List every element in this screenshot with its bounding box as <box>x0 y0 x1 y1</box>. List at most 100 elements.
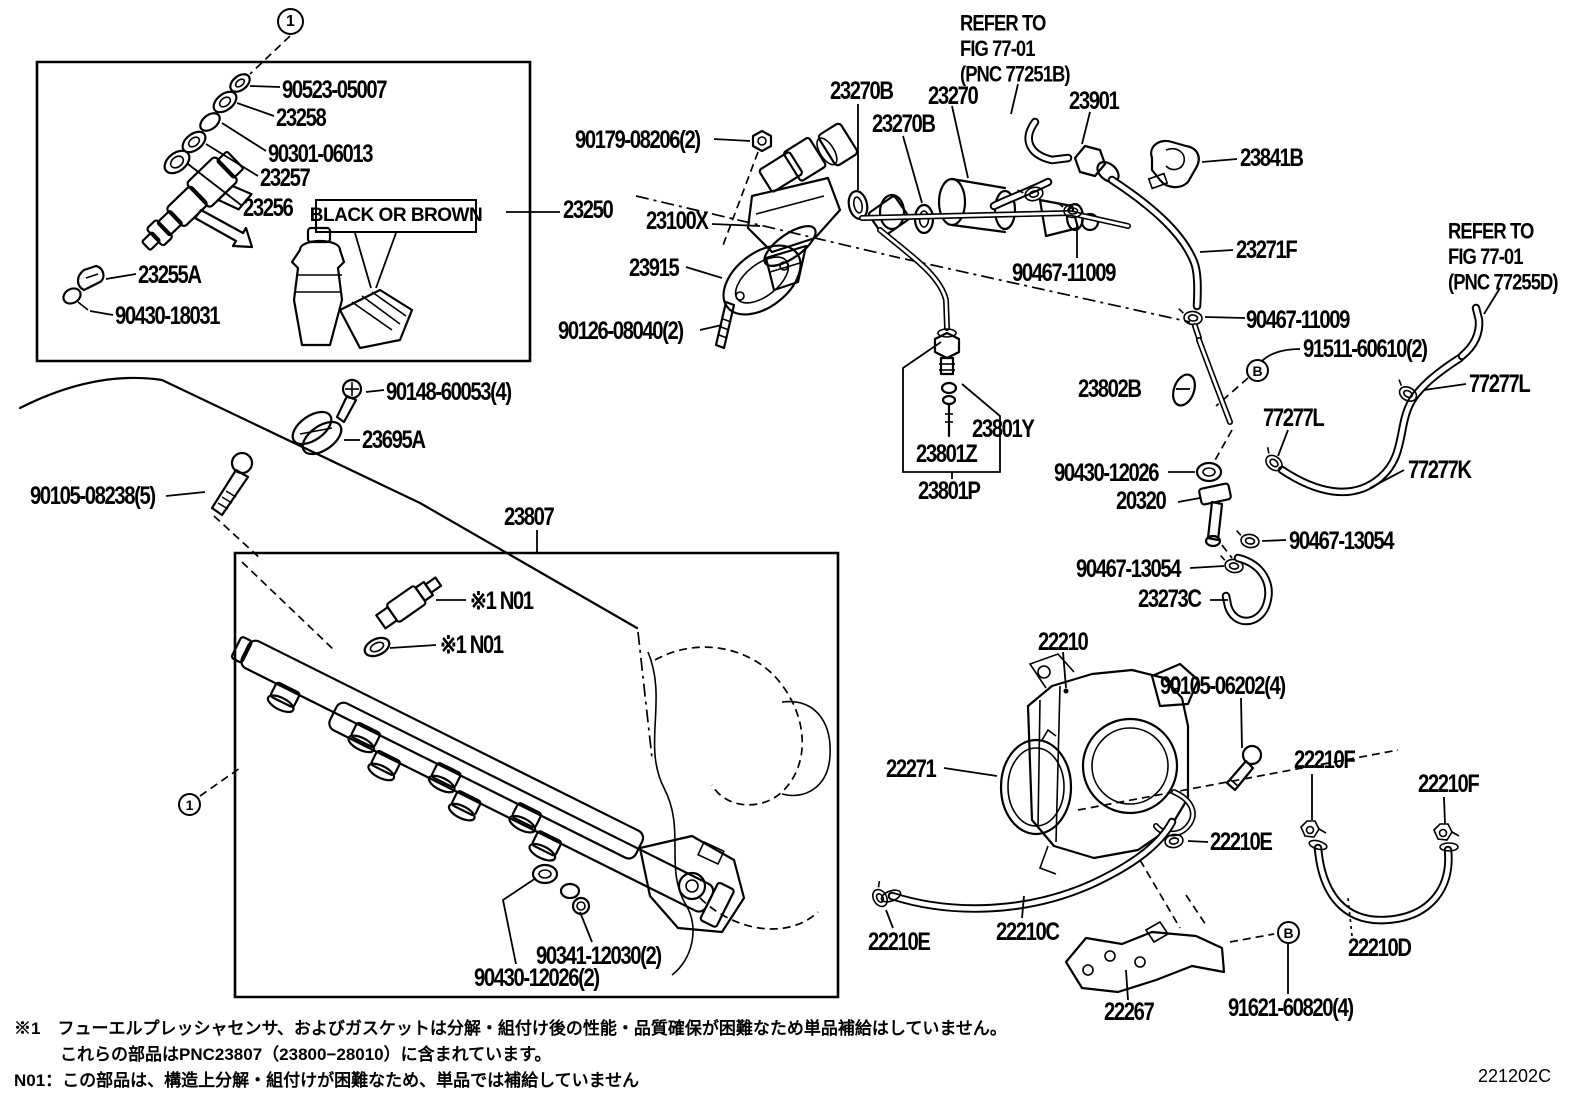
fuel-rail-box <box>235 553 838 997</box>
part-label-23257: 23257 <box>260 163 311 192</box>
part-label-90126-08040: 90126-08040(2) <box>558 316 684 345</box>
fuel-pipe-23801-drawing <box>880 230 1000 479</box>
color-note-text: BLACK OR BROWN <box>309 205 483 226</box>
refer-line: FIG 77-01 <box>960 37 1035 62</box>
callout-1-railbox-text: 1 <box>185 796 194 813</box>
part-label-23258: 23258 <box>276 103 327 132</box>
part-label-22210E-1: 22210E <box>1210 827 1273 856</box>
part-label-77277L-1: 77277L <box>1469 369 1531 398</box>
injector-detail-box <box>37 62 560 361</box>
part-label-22210E-2: 22210E <box>868 927 931 956</box>
refer-line: REFER TO <box>960 12 1046 37</box>
callout-b-bottom: B <box>1277 921 1300 944</box>
part-label-23695A: 23695A <box>362 425 426 454</box>
clip-23255a <box>78 266 103 290</box>
part-label-90467-13054-2: 90467-13054 <box>1076 554 1182 583</box>
part-label-23256: 23256 <box>243 193 294 222</box>
note-line-2: これらの部品はPNC23807（23800−28010）に含まれています。 <box>60 1045 552 1064</box>
callout-b-top: B <box>1246 359 1269 382</box>
engine-outline <box>648 647 830 975</box>
hose-22210c-drawing <box>866 822 1172 928</box>
gasket-22271-drawing <box>944 730 1071 834</box>
part-label-23271F: 23271F <box>1236 235 1298 264</box>
refer-line: (PNC 77255D) <box>1448 270 1559 295</box>
callout-1-top-text: 1 <box>286 12 295 30</box>
callout-b-bottom-text: B <box>1283 924 1294 941</box>
pressure-sensor-drawing <box>375 573 445 631</box>
part-label-90430-12026: 90430-12026 <box>1054 458 1160 487</box>
connector-drawing <box>292 228 412 348</box>
part-label-22210F-2: 22210F <box>1418 769 1480 798</box>
part-label-77277K: 77277K <box>1408 455 1472 484</box>
callout-1-top: 1 <box>277 8 304 35</box>
part-label-23250: 23250 <box>563 195 614 224</box>
hose-77251b-drawing <box>1011 84 1068 160</box>
part-label-22210D: 22210D <box>1348 933 1412 962</box>
part-label-90430-12026-2: 90430-12026(2) <box>474 963 600 992</box>
part-label-22267: 22267 <box>1104 997 1155 1026</box>
construction-lines <box>20 36 1398 942</box>
callout-b-top-text: B <box>1252 362 1263 379</box>
part-label-23901: 23901 <box>1069 86 1120 115</box>
flange-23915 <box>711 232 814 329</box>
part-label-20320: 20320 <box>1116 486 1167 515</box>
part-label-23801Y: 23801Y <box>972 414 1035 443</box>
bolt-90105-08238-drawing <box>166 453 252 515</box>
clip-90430-18031 <box>61 285 88 310</box>
part-label-22210F-1: 22210F <box>1294 745 1356 774</box>
refer-line: FIG 77-01 <box>1448 245 1523 270</box>
diagram-code: 221202C <box>1478 1066 1552 1086</box>
part-label-N01-1: ※1 N01 <box>470 586 534 615</box>
regulator-drawing <box>686 104 1128 348</box>
part-label-23270B-1: 23270B <box>830 76 894 105</box>
part-label-22210: 22210 <box>1038 627 1089 656</box>
valve-20320-drawing <box>1168 463 1231 546</box>
callout-1-railbox: 1 <box>178 793 201 816</box>
note-line-3: N01：この部品は、構造上分解・組付けが困難なため、単品では補給していません <box>14 1071 640 1090</box>
part-label-90179-08206: 90179-08206(2) <box>575 125 701 154</box>
part-label-23100X: 23100X <box>646 206 709 235</box>
part-label-23270B-2: 23270B <box>872 109 936 138</box>
part-label-90467-11009-1: 90467-11009 <box>1012 258 1116 287</box>
part-label-23915: 23915 <box>629 253 680 282</box>
part-label-23841B: 23841B <box>1240 143 1304 172</box>
part-label-90105-06202: 90105-06202(4) <box>1160 671 1286 700</box>
nut-90179 <box>753 131 771 151</box>
part-label-23801Z: 23801Z <box>916 439 978 468</box>
bolt-90105-06202-drawing <box>1227 698 1261 790</box>
throttle-body-drawing <box>866 652 1460 1000</box>
refer-block-77255d: REFER TO FIG 77-01 (PNC 77255D) <box>1448 220 1559 296</box>
part-label-91511-60610: 91511-60610(2) <box>1303 334 1428 363</box>
bracket-22267-drawing <box>1066 922 1288 1000</box>
part-label-90467-13054-1: 90467-13054 <box>1289 526 1395 555</box>
fuel-rail-drawing <box>220 573 830 975</box>
refer-line: REFER TO <box>1448 220 1534 245</box>
part-label-23807: 23807 <box>504 502 555 531</box>
part-label-23273C: 23273C <box>1138 584 1202 613</box>
part-label-22210C: 22210C <box>996 917 1060 946</box>
hose-22210d-drawing <box>1300 774 1460 936</box>
part-label-23270: 23270 <box>928 81 979 110</box>
part-label-90105-08238: 90105-08238(5) <box>30 481 156 510</box>
refer-block-77251b: REFER TO FIG 77-01 (PNC 77251B) <box>960 12 1071 88</box>
stud-90126 <box>716 302 734 348</box>
hose-23271f-drawing <box>994 180 1245 338</box>
part-label-23801P: 23801P <box>918 476 981 505</box>
direction-arrow <box>195 210 252 247</box>
injector-seal-rings <box>160 71 253 178</box>
injector-leaders <box>90 86 280 315</box>
part-label-90430-18031: 90430-18031 <box>115 301 221 330</box>
part-label-90523-05007: 90523-05007 <box>282 75 388 104</box>
part-label-77277L-2: 77277L <box>1263 403 1325 432</box>
clamp-23841b-drawing <box>1149 141 1237 188</box>
part-label-91621-60820: 91621-60820(4) <box>1228 993 1354 1022</box>
part-label-N01-2: ※1 N01 <box>440 630 504 659</box>
part-label-90148-60053: 90148-60053(4) <box>386 377 512 406</box>
part-label-23255A: 23255A <box>138 260 202 289</box>
refer-line: (PNC 77251B) <box>960 62 1071 87</box>
pipe-23802b-drawing <box>1169 340 1300 422</box>
clamp-23695a-drawing <box>287 406 360 461</box>
hose-23273c-drawing <box>1190 529 1286 621</box>
